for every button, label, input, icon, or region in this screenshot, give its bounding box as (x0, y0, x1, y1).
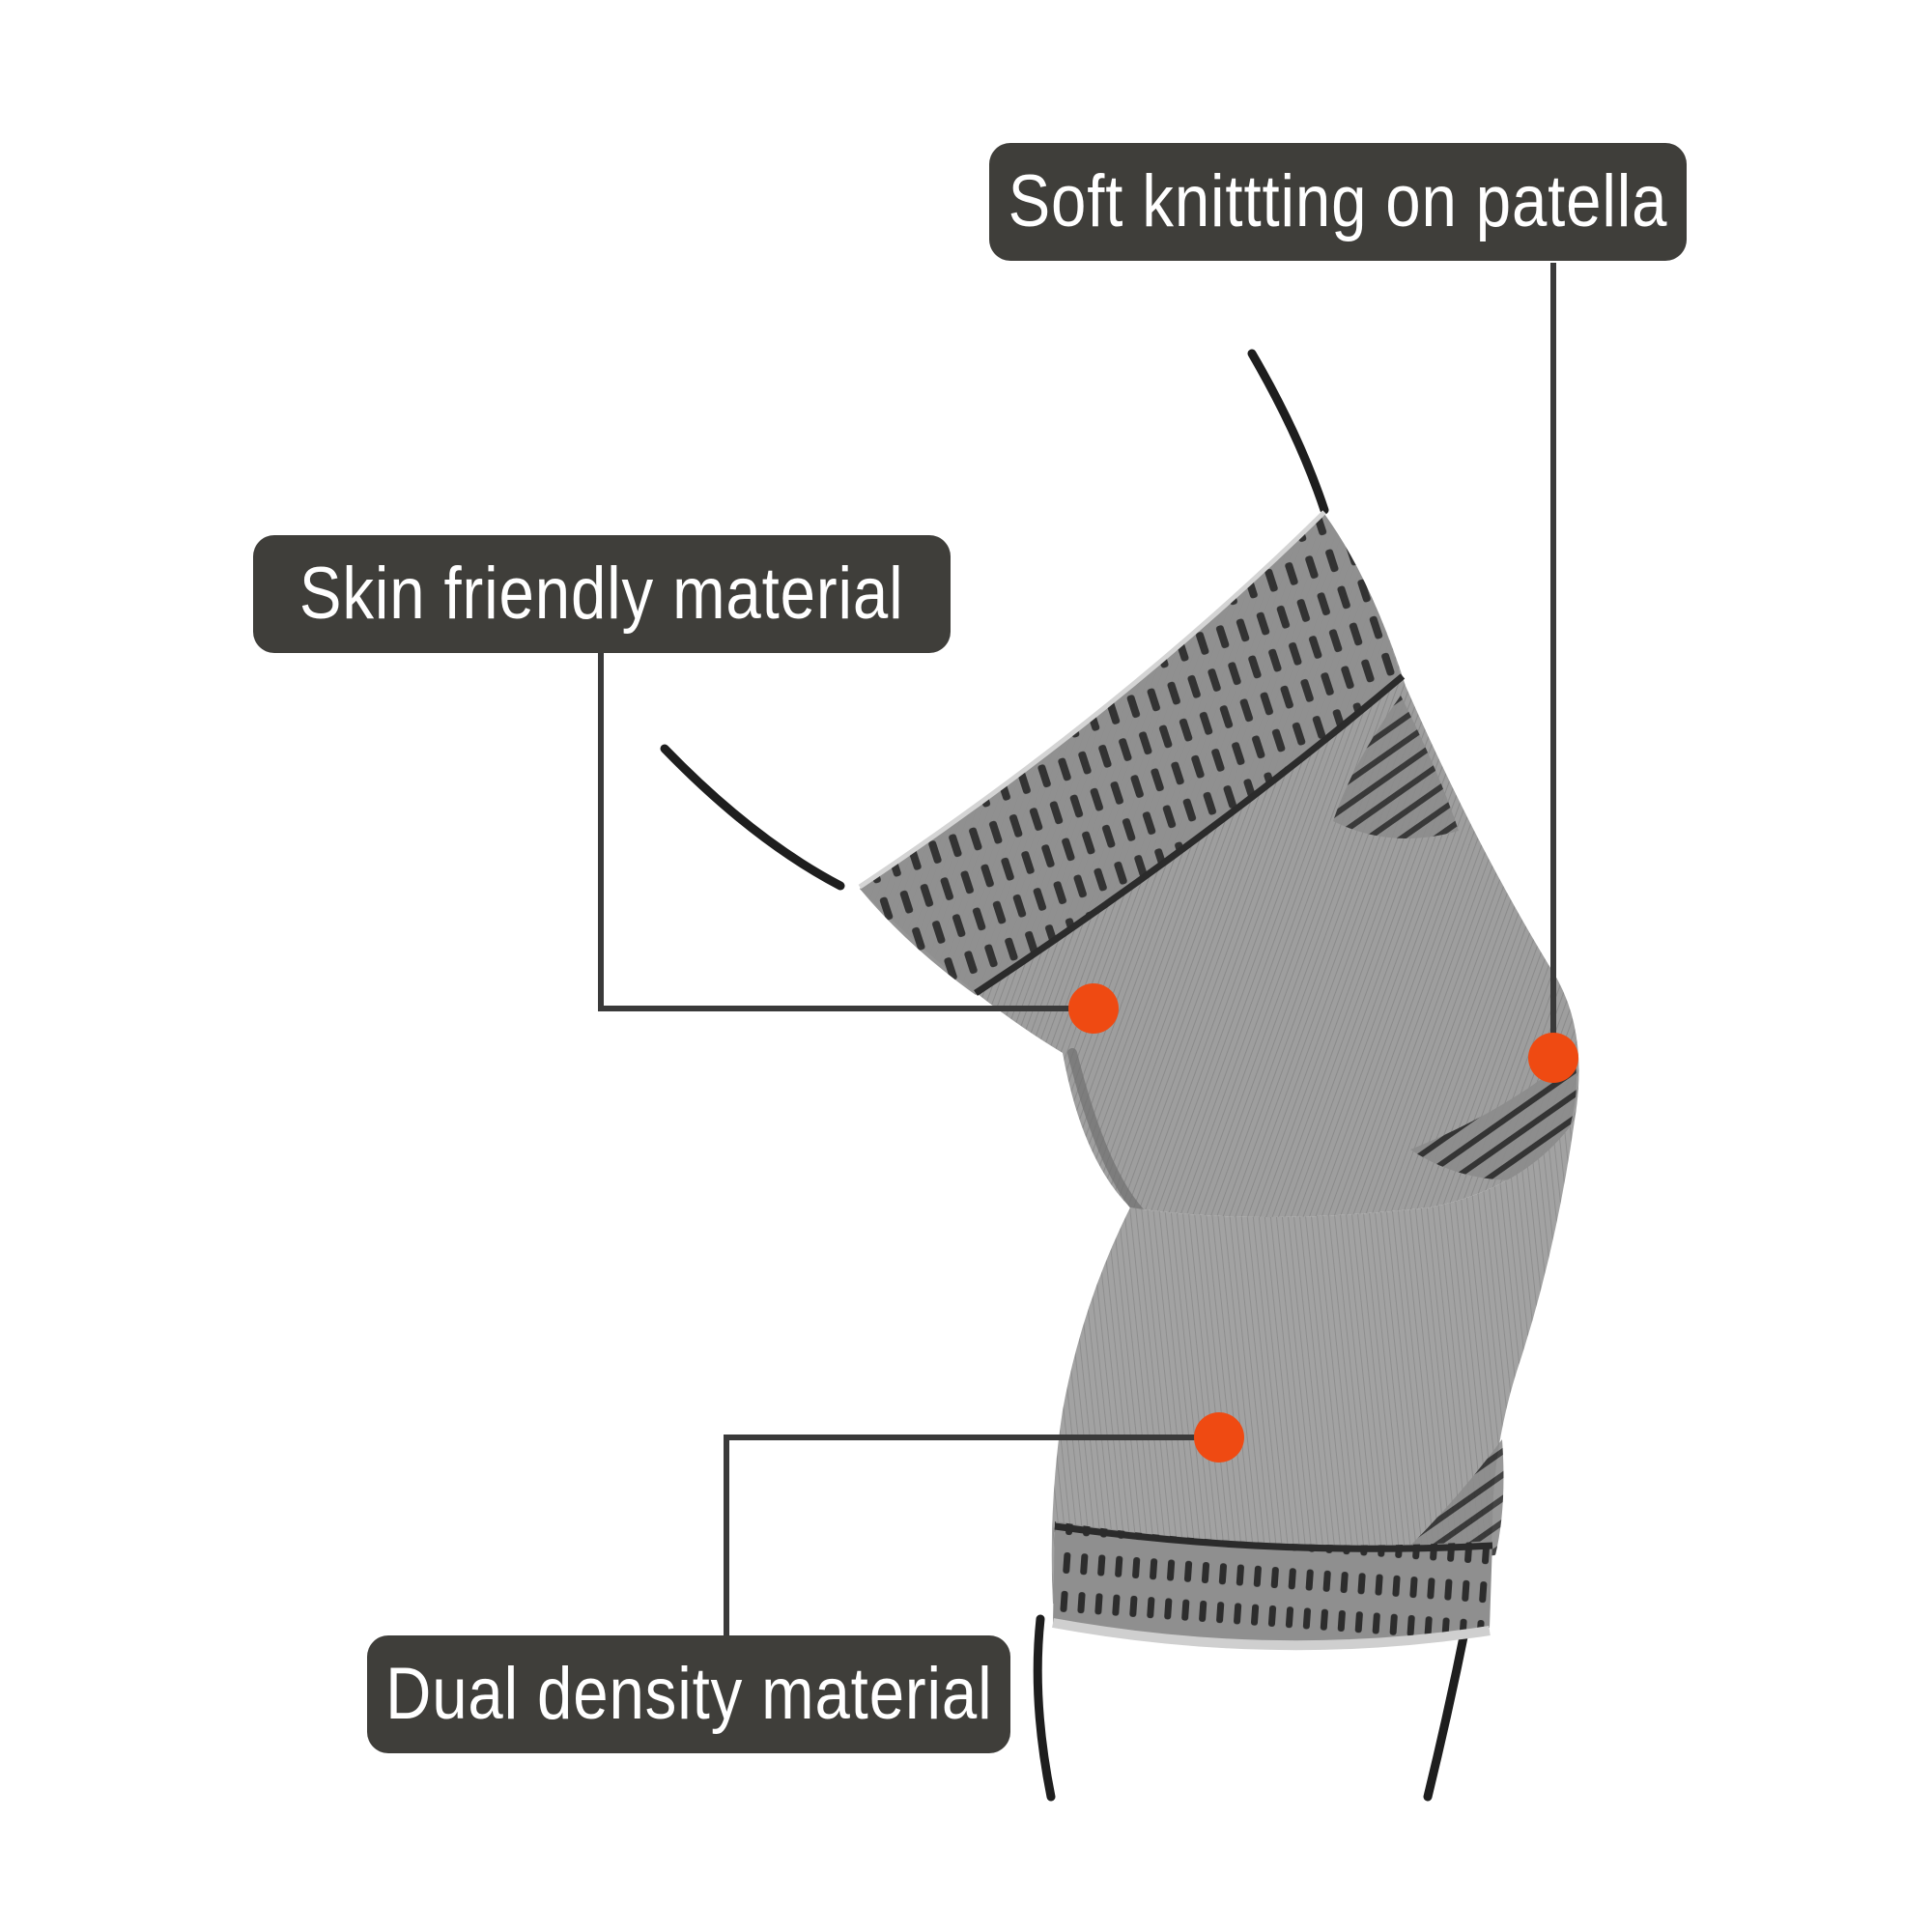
calf-back-outline (1033, 1614, 1056, 1802)
upper-side-stripes (1333, 696, 1459, 838)
orange-dot-icon (1068, 983, 1119, 1034)
upper-band-line-1 (974, 673, 1406, 996)
callout-skin-friendly-material: Skin friendly material (253, 535, 951, 653)
shin-front-outline (1423, 1618, 1471, 1802)
orange-dot-icon (1194, 1412, 1244, 1463)
leader-line-dual (724, 1435, 1219, 1635)
callout-soft-knitting-patella: Soft knittting on patella (989, 143, 1687, 261)
patella-stripes (1410, 1053, 1577, 1180)
upper-band-line-2 (858, 510, 1326, 890)
thigh-back-outline (660, 744, 845, 891)
orange-dot-icon (1528, 1033, 1578, 1083)
callout-skin-label: Skin friendly material (299, 553, 904, 635)
lower-hem (1052, 1618, 1491, 1651)
callout-dual-density-material: Dual density material (367, 1635, 1010, 1753)
leader-line-skin (598, 653, 1094, 1011)
knee-fold (1067, 1048, 1145, 1217)
thigh-front-outline (1247, 349, 1329, 515)
sleeve-upper (860, 514, 1579, 1217)
lower-band-line (1054, 1522, 1493, 1552)
lower-side-stripes (1410, 1439, 1504, 1557)
callout-dual-label: Dual density material (384, 1653, 993, 1735)
upper-knit-band (860, 514, 1401, 995)
callout-patella-label: Soft knittting on patella (1008, 160, 1668, 242)
sleeve-lower (1051, 1121, 1575, 1623)
